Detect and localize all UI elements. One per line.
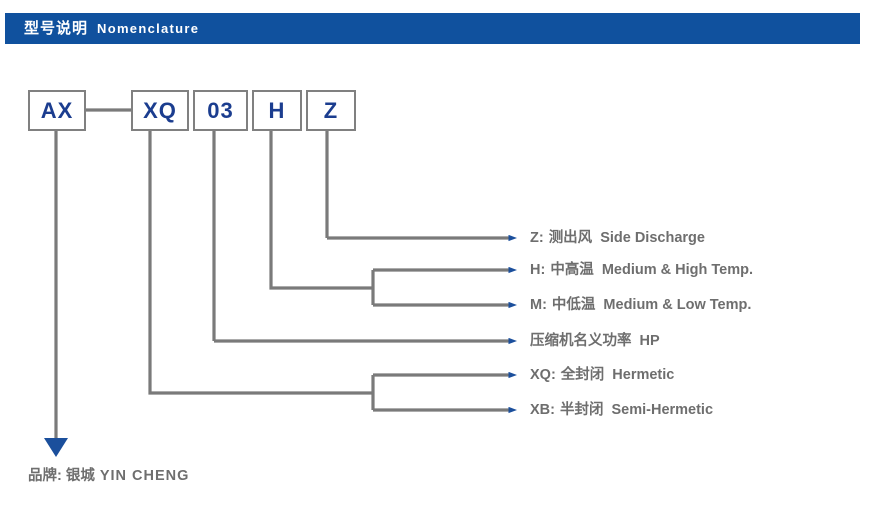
code-box-03: 03 — [193, 90, 248, 131]
code-box-z: Z — [306, 90, 356, 131]
legend-cn-hp: 压缩机名义功率 — [530, 332, 632, 349]
legend-cn-xq: 全封闭 — [560, 366, 605, 383]
code-box-h: H — [252, 90, 302, 131]
legend-key-z: Z: — [530, 229, 544, 246]
code-box-ax: AX — [28, 90, 86, 131]
legend-cn-h: 中高温 — [550, 261, 594, 278]
legend-row-xq: XQ: 全封闭 Hermetic — [530, 365, 674, 385]
brand-label-cn: 品牌: 银城 — [28, 468, 95, 484]
legend-en-hp: HP — [639, 332, 660, 349]
legend-en-xb: Semi-Hermetic — [611, 401, 714, 418]
legend-key-xq: XQ: — [530, 366, 556, 383]
section-header-bar: 型号说明 Nomenclature — [5, 13, 860, 44]
legend-key-xb: XB: — [530, 401, 555, 418]
code-box-xq: XQ — [131, 90, 189, 131]
legend-row-h: H: 中高温 Medium & High Temp. — [530, 260, 753, 280]
legend-row-z: Z: 测出风 Side Discharge — [530, 228, 705, 248]
legend-en-z: Side Discharge — [600, 229, 705, 246]
legend-cn-xb: 半封闭 — [559, 401, 604, 418]
legend-en-xq: Hermetic — [612, 366, 675, 383]
brand-arrow-icon — [44, 438, 68, 457]
legend-cn-z: 测出风 — [548, 229, 593, 246]
legend-key-m: M: — [530, 296, 547, 313]
legend-key-h: H: — [530, 261, 546, 278]
legend-row-xb: XB: 半封闭 Semi-Hermetic — [530, 400, 713, 420]
legend-row-hp: 压缩机名义功率 HP — [530, 331, 660, 351]
legend-en-h: Medium & High Temp. — [601, 261, 753, 278]
legend-en-m: Medium & Low Temp. — [603, 296, 752, 313]
brand-label-en: YIN CHENG — [99, 468, 190, 484]
section-title-cn: 型号说明 — [24, 20, 89, 37]
legend-row-m: M: 中低温 Medium & Low Temp. — [530, 295, 751, 315]
section-title-en: Nomenclature — [97, 21, 200, 36]
legend-cn-m: 中低温 — [551, 296, 596, 313]
